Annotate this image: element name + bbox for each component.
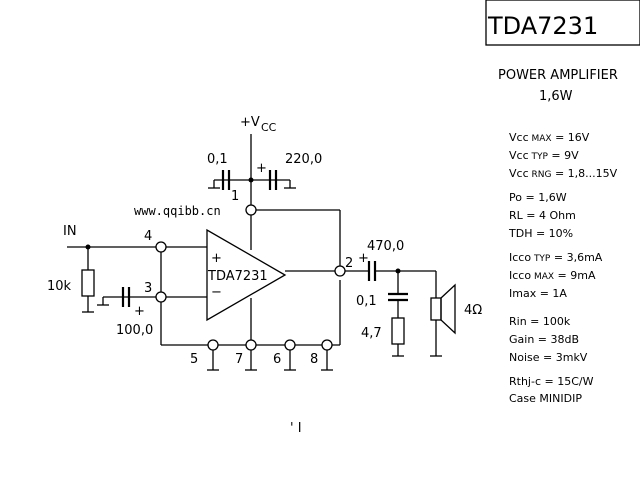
amplifier-symbol bbox=[206, 228, 287, 322]
pin-4-label: 4 bbox=[144, 229, 152, 244]
spec-line: RL = 4 Ohm bbox=[509, 209, 576, 222]
spec-value: = 10% bbox=[532, 227, 573, 240]
resistor-10k-label: 10k bbox=[47, 279, 72, 294]
supply-label-v: +V bbox=[240, 115, 260, 130]
spec-value: = 15C/W bbox=[541, 375, 594, 388]
cap-top-plus: + bbox=[256, 161, 267, 176]
amp-plus: + bbox=[211, 251, 222, 266]
spec-main: Gain bbox=[509, 333, 534, 346]
subtitle-line2: 1,6W bbox=[539, 89, 573, 104]
spec-value: = 4 Ohm bbox=[523, 209, 576, 222]
spec-value: = 1,8...15V bbox=[551, 167, 617, 180]
spec-line: Case MINIDIP bbox=[509, 392, 582, 405]
supply-label-cc: CC bbox=[261, 121, 277, 134]
chip-label: TDA7231 bbox=[207, 269, 268, 284]
pin-6-label: 6 bbox=[273, 352, 281, 367]
cap-out-plus: + bbox=[358, 251, 369, 266]
pin-1-label: 1 bbox=[231, 189, 239, 204]
spec-main: RL bbox=[509, 209, 524, 222]
spec-main: Po bbox=[509, 191, 522, 204]
spec-value: = 100k bbox=[527, 315, 571, 328]
spec-value: = 38dB bbox=[534, 333, 579, 346]
spec-line: Icco MAX = 9mA bbox=[509, 269, 596, 282]
input-label: IN bbox=[63, 224, 77, 239]
spec-sub: TYP bbox=[531, 254, 551, 264]
cap-in-plus: + bbox=[134, 304, 145, 319]
pin-5-label: 5 bbox=[190, 352, 198, 367]
resistor-zobel bbox=[391, 317, 405, 345]
spec-main: Case bbox=[509, 392, 536, 405]
spec-main: Imax bbox=[509, 287, 537, 300]
pin-2-label: 2 bbox=[345, 256, 353, 271]
cap-top-small-label: 0,1 bbox=[207, 152, 228, 167]
spec-sub: TYP bbox=[529, 152, 549, 162]
spec-value: = 1,6W bbox=[522, 191, 567, 204]
cap-out-label: 470,0 bbox=[367, 239, 404, 254]
spec-line: Vcc MAX = 16V bbox=[509, 131, 590, 144]
watermark: www.qqibb.cn bbox=[134, 204, 221, 218]
spec-main: Icco bbox=[509, 269, 531, 282]
spec-value: = 16V bbox=[552, 131, 590, 144]
spec-line: Noise = 3mkV bbox=[509, 351, 588, 364]
pin-7-label: 7 bbox=[235, 352, 243, 367]
spec-main: Rthj-c bbox=[509, 375, 541, 388]
spec-main: Vcc bbox=[509, 167, 529, 180]
spec-main: Rin bbox=[509, 315, 527, 328]
spec-line: Rthj-c = 15C/W bbox=[509, 375, 594, 388]
cap-zobel-label: 0,1 bbox=[356, 294, 377, 309]
stray-mark: ' I bbox=[290, 421, 302, 436]
spec-line: Imax = 1A bbox=[509, 287, 567, 300]
speaker-icon bbox=[430, 297, 442, 321]
title-text: TDA7231 bbox=[487, 12, 598, 40]
spec-sub: MAX bbox=[531, 272, 554, 282]
spec-value: = 9V bbox=[548, 149, 579, 162]
spec-main: Noise bbox=[509, 351, 540, 364]
speaker-label: 4Ω bbox=[464, 303, 482, 318]
amp-minus: − bbox=[211, 285, 222, 300]
spec-main: TDH bbox=[508, 227, 532, 240]
spec-value: = 1A bbox=[536, 287, 567, 300]
spec-line: Po = 1,6W bbox=[509, 191, 567, 204]
spec-sub: MAX bbox=[529, 134, 552, 144]
spec-main: Icco bbox=[509, 251, 531, 264]
pin-8-label: 8 bbox=[310, 352, 318, 367]
spec-value: MINIDIP bbox=[536, 392, 582, 405]
spec-line: Vcc RNG = 1,8...15V bbox=[509, 167, 618, 180]
spec-line: Vcc TYP = 9V bbox=[509, 149, 579, 162]
spec-line: Rin = 100k bbox=[509, 315, 571, 328]
spec-line: Gain = 38dB bbox=[509, 333, 579, 346]
title-box bbox=[485, 0, 640, 46]
spec-value: = 3,6mA bbox=[550, 251, 602, 264]
spec-value: = 9mA bbox=[554, 269, 596, 282]
spec-value: = 3mkV bbox=[540, 351, 588, 364]
subtitle-line1: POWER AMPLIFIER bbox=[498, 68, 618, 83]
spec-main: Vcc bbox=[509, 131, 529, 144]
resistor-zobel-label: 4,7 bbox=[361, 326, 382, 341]
spec-sub: RNG bbox=[529, 170, 552, 180]
cap-in-label: 100,0 bbox=[116, 323, 153, 338]
spec-main: Vcc bbox=[509, 149, 529, 162]
resistor-10k bbox=[81, 269, 95, 297]
spec-line: TDH = 10% bbox=[508, 227, 573, 240]
spec-line: Icco TYP = 3,6mA bbox=[509, 251, 603, 264]
cap-top-big-label: 220,0 bbox=[285, 152, 322, 167]
pin-3-label: 3 bbox=[144, 281, 152, 296]
